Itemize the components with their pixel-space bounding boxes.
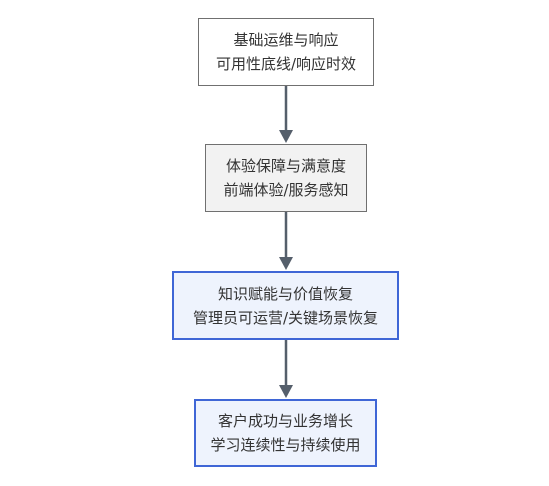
arrow-2-3	[279, 212, 293, 270]
flow-node-title: 体验保障与满意度	[225, 157, 346, 175]
flow-node-experience: 体验保障与满意度 前端体验/服务感知	[205, 144, 367, 212]
flow-node-basic-ops: 基础运维与响应 可用性底线/响应时效	[198, 18, 374, 86]
flow-node-knowledge: 知识赋能与价值恢复 管理员可运营/关键场景恢复	[172, 271, 399, 340]
flow-node-subtitle: 前端体验/服务感知	[223, 181, 349, 199]
arrow-1-2	[279, 86, 293, 143]
flow-node-title: 客户成功与业务增长	[217, 412, 353, 430]
flow-node-subtitle: 管理员可运营/关键场景恢复	[192, 308, 379, 327]
arrow-3-4	[279, 340, 293, 398]
flow-node-customer-success: 客户成功与业务增长 学习连续性与持续使用	[194, 399, 377, 467]
flow-node-title: 基础运维与响应	[233, 31, 339, 49]
flow-node-subtitle: 学习连续性与持续使用	[210, 436, 361, 454]
flow-node-title: 知识赋能与价值恢复	[217, 284, 353, 303]
flow-node-subtitle: 可用性底线/响应时效	[215, 55, 357, 73]
